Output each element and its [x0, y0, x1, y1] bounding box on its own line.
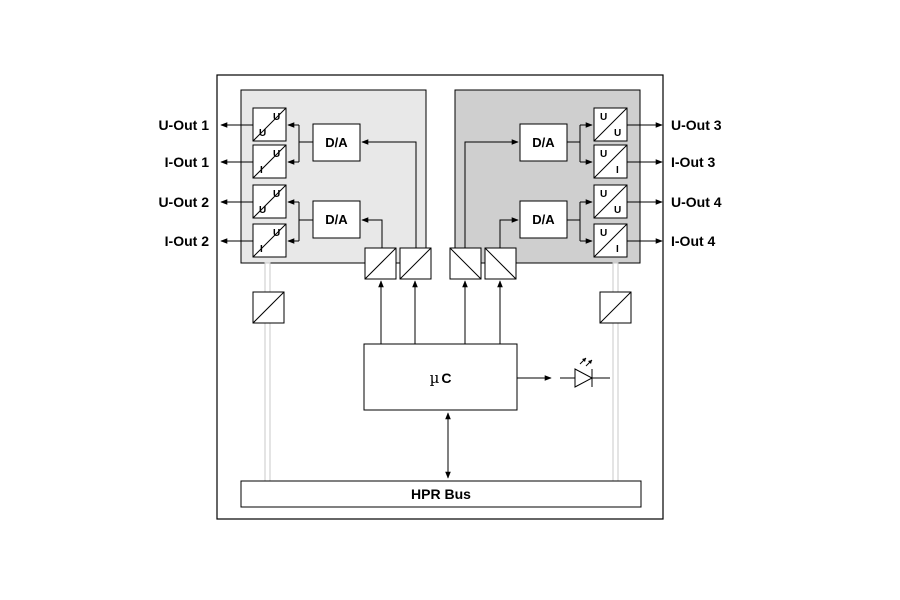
svg-text:U: U [259, 205, 266, 216]
converter-right-4: U I [593, 223, 628, 258]
isolator-left-a [364, 247, 397, 280]
dac-left-2: D/A [312, 200, 361, 239]
svg-text:D/A: D/A [325, 135, 348, 150]
label-u-out-2: U-Out 2 [158, 194, 209, 210]
svg-text:I: I [616, 244, 619, 255]
svg-text:U: U [273, 228, 280, 239]
label-u-out-4: U-Out 4 [671, 194, 722, 210]
converter-left-1: U U [252, 107, 287, 142]
svg-text:U: U [600, 189, 607, 200]
svg-text:U: U [600, 112, 607, 123]
dac-right-1: D/A [519, 123, 568, 162]
svg-text:I: I [260, 244, 263, 255]
isolator-supply-left [252, 291, 285, 324]
label-i-out-2: I-Out 2 [165, 233, 210, 249]
svg-text:U: U [614, 128, 621, 139]
svg-text:U: U [614, 205, 621, 216]
label-i-out-1: I-Out 1 [165, 154, 210, 170]
label-i-out-3: I-Out 3 [671, 154, 716, 170]
hpr-bus: HPR Bus [240, 480, 642, 508]
svg-text:U: U [259, 128, 266, 139]
svg-text:U: U [600, 149, 607, 160]
dac-right-2: D/A [519, 200, 568, 239]
led-icon [574, 357, 610, 388]
svg-text:D/A: D/A [532, 212, 555, 227]
label-u-out-3: U-Out 3 [671, 117, 722, 133]
svg-text:HPR Bus: HPR Bus [411, 486, 471, 502]
converter-left-4: U I [252, 223, 287, 258]
isolator-right-a [449, 247, 482, 280]
label-i-out-4: I-Out 4 [671, 233, 716, 249]
isolator-left-b [399, 247, 432, 280]
svg-text:D/A: D/A [325, 212, 348, 227]
svg-text:I: I [260, 165, 263, 176]
svg-text:U: U [600, 228, 607, 239]
svg-text:U: U [273, 112, 280, 123]
isolator-right-b [484, 247, 517, 280]
converter-left-2: U I [252, 144, 287, 179]
converter-left-3: U U [252, 184, 287, 219]
svg-text:I: I [616, 165, 619, 176]
label-u-out-1: U-Out 1 [158, 117, 209, 133]
svg-text:U: U [273, 189, 280, 200]
converter-right-3: U U [593, 184, 628, 219]
converter-right-2: U I [593, 144, 628, 179]
svg-text:D/A: D/A [532, 135, 555, 150]
svg-text:U: U [273, 149, 280, 160]
isolator-supply-right [599, 291, 632, 324]
converter-right-1: U U [593, 107, 628, 142]
dac-left-1: D/A [312, 123, 361, 162]
